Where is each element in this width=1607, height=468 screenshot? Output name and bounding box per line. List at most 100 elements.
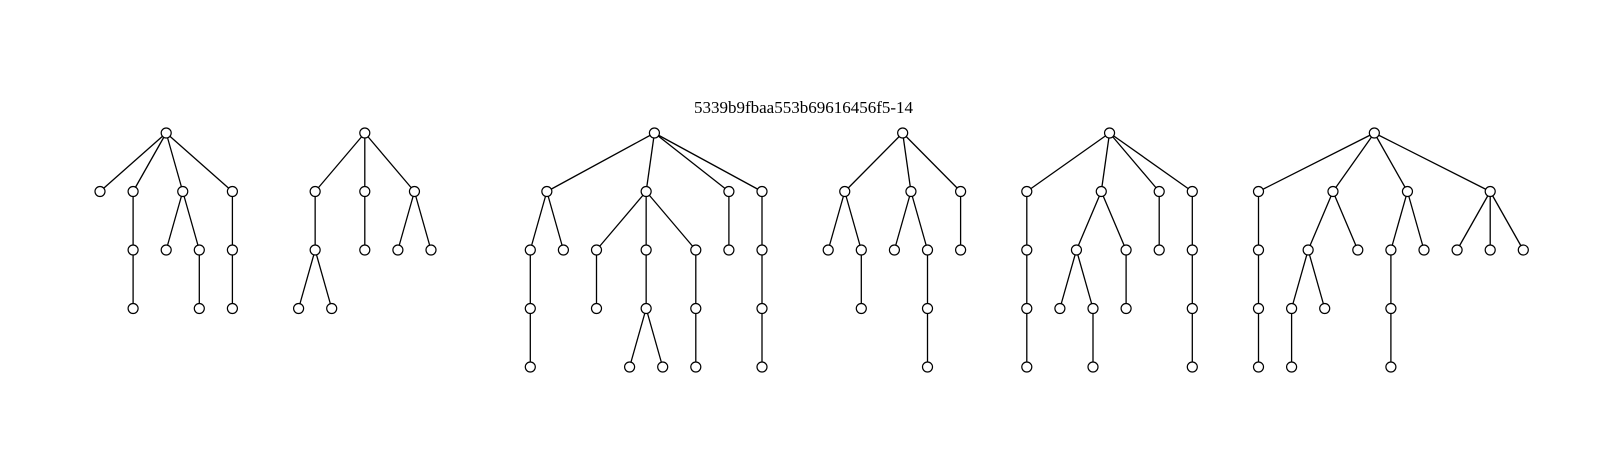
tree-3-edge [654,132,730,193]
tree-2-node [359,185,371,198]
tree-1-edge [165,132,233,192]
tree-5-edge [1100,132,1111,192]
tree-6-node [1285,302,1298,315]
tree-6-edge [1258,132,1375,193]
tree-2-edge [297,249,316,309]
tree-6-node [1252,185,1265,198]
tree-4-edge [844,191,862,251]
tree-5-edge [1100,191,1127,251]
tree-2-node [309,244,321,256]
tree-2-edge [397,191,416,251]
tree-6-node [1252,361,1265,373]
tree-2-node [359,244,371,256]
tree-3-edge [546,132,655,193]
tree-6-edge [1373,132,1409,192]
tree-5-node [1153,244,1165,256]
tree-2-node [425,244,437,256]
tree-2-node [326,302,338,315]
tree-2-edge [364,132,415,192]
tree-6-node [1401,185,1414,198]
tree-2-node [392,244,404,256]
tree-1-node [127,302,139,315]
tree-6-edge [1374,132,1491,193]
tree-3-node [723,185,735,198]
tree-4-node [855,244,867,256]
tree-6-node [1451,244,1463,256]
tree-1-edge [165,191,184,251]
tree-5-root-node [1103,127,1116,139]
tree-4-node [921,302,934,315]
tree-5-node [1021,244,1033,256]
tree-5-node [1186,361,1198,373]
tree-3-node [756,185,768,198]
tree-5-node [1021,361,1033,373]
tree-3-node [524,361,536,373]
tree-3-node [640,302,652,315]
tree-5-node [1186,302,1198,315]
tree-3-node [590,302,603,315]
tree-6-node [1252,302,1265,315]
tree-5-edge [1026,132,1110,193]
tree-5-node [1153,185,1165,198]
tree-1-edge [99,132,167,192]
tree-6-node [1517,244,1529,256]
tree-3-edge [645,308,664,368]
tree-6-edge [1390,191,1409,251]
tree-1-node [226,185,238,198]
tree-1-node [177,185,189,198]
tree-1-node [193,302,205,315]
tree-3-node [756,361,768,373]
tree-5-node [1087,302,1099,315]
tree-5-edge [1059,249,1078,309]
tree-3-root-node [648,127,661,139]
tree-1-node [226,244,238,256]
tree-4-node [855,302,867,315]
tree-3-edge [645,132,656,192]
tree-6-node [1319,302,1331,315]
tree-6-edge [1332,191,1359,251]
tree-3-node [541,185,553,198]
tree-5-node [1120,244,1132,256]
tree-6-edge [1307,191,1334,251]
tree-5-node [1186,244,1198,256]
tree-2-node [309,185,321,198]
tree-2-root-node [359,127,371,139]
tree-2-node [408,185,421,198]
tree-5-node [1070,244,1083,256]
tree-4-edge [902,132,962,192]
tree-3-node [524,244,536,256]
tree-6-edge [1456,191,1491,251]
tree-6-edge [1290,249,1309,309]
diagram-title: 5339b9fbaa553b69616456f5-14 [693,98,914,117]
tree-2-edge [314,249,333,309]
tree-2-edge [413,191,432,251]
tree-5-edge [1109,132,1160,192]
tree-1-edge [182,191,200,251]
tree-4-node [839,185,851,198]
tree-3-node [640,185,652,198]
tree-1-edge [132,132,167,192]
tree-4-edge [893,191,912,251]
tree-6-node [1418,244,1430,256]
tree-6-edge [1489,191,1524,251]
tree-3-node [640,244,652,256]
tree-1-node [193,244,205,256]
tree-4-node [888,244,901,256]
tree-2-edge [314,132,366,192]
tree-1-node [160,244,172,256]
tree-3-node [690,302,702,315]
tree-3-node [690,244,702,256]
tree-6-node [1484,185,1496,198]
tree-5-node [1120,302,1132,315]
tree-5-node [1186,185,1198,198]
tree-3-node [623,361,636,373]
tree-5-node [1021,185,1033,198]
tree-6-node [1385,244,1397,256]
tree-6-node [1252,244,1265,256]
tree-3-edge [596,191,647,251]
tree-4-edge [827,191,846,251]
tree-4-edge [844,132,904,192]
tree-4-node [921,244,934,256]
tree-5-node [1021,302,1033,315]
